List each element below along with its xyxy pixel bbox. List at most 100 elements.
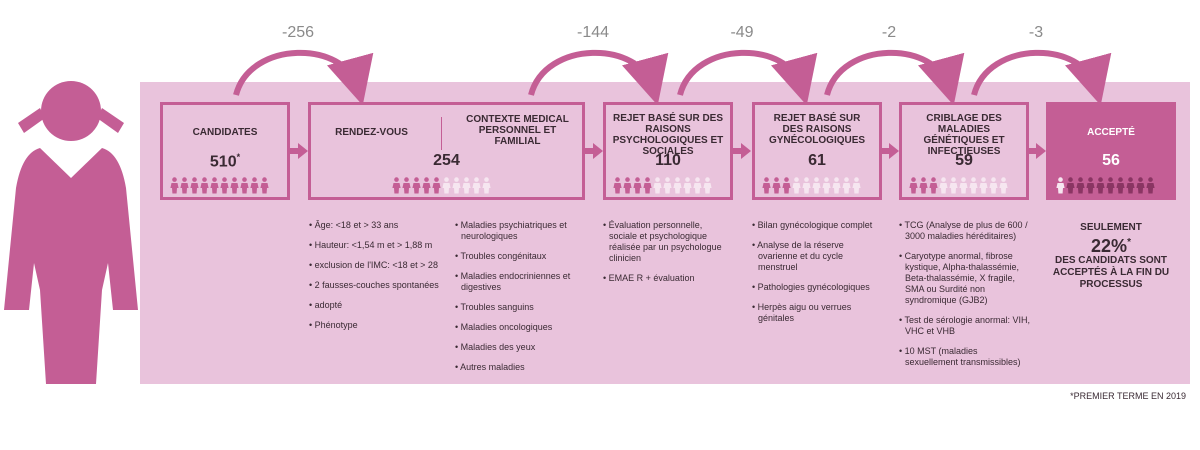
criteria-list: TCG (Analyse de plus de 600 / 3000 malad…	[899, 220, 1031, 377]
stage-count: 110	[655, 152, 681, 169]
box-divider	[441, 117, 442, 150]
criteria-item: 2 fausses-couches spontanées	[309, 280, 449, 291]
person-icon	[412, 177, 421, 194]
criteria-item: exclusion de l'IMC: <18 et > 28	[309, 260, 449, 271]
person-icon	[772, 177, 781, 194]
person-icon	[613, 177, 622, 194]
stage-title: ACCEPTÉ	[1087, 127, 1135, 138]
person-icon	[240, 177, 249, 194]
delta-label: -256	[281, 24, 315, 41]
person-icon	[180, 177, 189, 194]
person-icon	[673, 177, 682, 194]
criteria-item: Maladies des yeux	[455, 342, 585, 353]
criteria-item: Analyse de la réserve ovarienne et du cy…	[752, 240, 877, 273]
stage-count: 510*	[209, 152, 241, 171]
person-icon	[1086, 177, 1095, 194]
person-icon	[422, 177, 431, 194]
criteria-item: Autres maladies	[455, 362, 585, 373]
criteria-item: 10 MST (maladies sexuellement transmissi…	[899, 346, 1031, 368]
person-icon	[190, 177, 199, 194]
arrow-right-icon	[290, 148, 299, 154]
criteria-item: Phénotype	[309, 320, 449, 331]
person-icon	[1066, 177, 1075, 194]
person-icon	[782, 177, 791, 194]
person-icon	[442, 177, 451, 194]
person-icon	[462, 177, 471, 194]
person-icon	[643, 177, 652, 194]
arrow-right-icon	[741, 143, 751, 159]
stage-title: RENDEZ-VOUS	[335, 127, 408, 138]
criteria-item: Maladies endocriniennes et digestives	[455, 271, 585, 293]
criteria-list: Maladies psychiatriques et neurologiques…	[455, 220, 585, 382]
stage-candidates: CANDIDATES 510*	[160, 102, 290, 200]
criteria-item: Troubles congénitaux	[455, 251, 585, 262]
person-icon	[822, 177, 831, 194]
person-icon	[200, 177, 209, 194]
person-icon	[762, 177, 771, 194]
curve-arrow-5	[971, 49, 1112, 106]
figure-row	[170, 177, 269, 194]
summary-line1: SEULEMENT	[1080, 222, 1142, 233]
person-icon	[392, 177, 401, 194]
criteria-item: adopté	[309, 300, 449, 311]
stage-count: 56	[1102, 152, 1120, 169]
person-icon	[1136, 177, 1145, 194]
person-icon	[999, 177, 1008, 194]
stage-title: REJET BASÉ SUR DES RAISONS PSYCHOLOGIQUE…	[612, 113, 724, 157]
stage-accepted: ACCEPTÉ 56	[1046, 102, 1176, 200]
person-icon	[939, 177, 948, 194]
figure-row	[613, 177, 712, 194]
criteria-item: Bilan gynécologique complet	[752, 220, 877, 231]
criteria-item: Évaluation personnelle, sociale et psych…	[603, 220, 728, 264]
criteria-list: Bilan gynécologique completAnalyse de la…	[752, 220, 877, 333]
criteria-item: TCG (Analyse de plus de 600 / 3000 malad…	[899, 220, 1031, 242]
person-icon	[623, 177, 632, 194]
stage-count: 61	[808, 152, 826, 169]
person-icon	[170, 177, 179, 194]
delta-label: -2	[881, 24, 897, 41]
criteria-item: Herpès aigu ou verrues génitales	[752, 302, 877, 324]
arrow-right-icon	[593, 143, 603, 159]
criteria-item: Hauteur: <1,54 m et > 1,88 m	[309, 240, 449, 251]
arrow-right-icon	[1029, 148, 1037, 154]
arrow-right-icon	[733, 148, 742, 154]
person-icon	[220, 177, 229, 194]
stage-title: CRIBLAGE DES MALADIES GÉNÉTIQUES ET INFE…	[923, 113, 1005, 157]
arrow-right-icon	[1036, 143, 1046, 159]
person-icon	[482, 177, 491, 194]
person-icon	[979, 177, 988, 194]
figure-row	[392, 177, 491, 194]
person-icon	[693, 177, 702, 194]
person-icon	[1126, 177, 1135, 194]
person-icon	[402, 177, 411, 194]
criteria-item: EMAE R + évaluation	[603, 273, 728, 284]
arrow-right-icon	[298, 143, 308, 159]
person-icon	[250, 177, 259, 194]
person-icon	[989, 177, 998, 194]
person-icon	[949, 177, 958, 194]
person-icon	[683, 177, 692, 194]
curve-arrow-1	[233, 49, 374, 106]
curve-arrow-3	[677, 49, 818, 106]
arrow-right-icon	[585, 148, 594, 154]
person-icon	[812, 177, 821, 194]
curve-arrow-2	[528, 49, 669, 106]
stage-gynecological: REJET BASÉ SUR DES RAISONS GYNÉCOLOGIQUE…	[752, 102, 882, 200]
criteria-item: Maladies psychiatriques et neurologiques	[455, 220, 585, 242]
criteria-list: Évaluation personnelle, sociale et psych…	[603, 220, 728, 293]
person-icon	[1056, 177, 1065, 194]
stage-count: 254	[433, 152, 460, 169]
arrow-right-icon	[889, 143, 899, 159]
person-icon	[802, 177, 811, 194]
stage-title: CANDIDATES	[192, 127, 258, 138]
person-icon	[1076, 177, 1085, 194]
delta-label: -49	[730, 24, 754, 41]
criteria-item: Âge: <18 et > 33 ans	[309, 220, 449, 231]
person-icon	[852, 177, 861, 194]
person-icon	[832, 177, 841, 194]
person-icon	[210, 177, 219, 194]
person-icon	[260, 177, 269, 194]
person-icon	[1146, 177, 1155, 194]
person-icon	[452, 177, 461, 194]
summary-text: SEULEMENT 22%* DES CANDIDATS SONT ACCEPT…	[1046, 222, 1176, 291]
